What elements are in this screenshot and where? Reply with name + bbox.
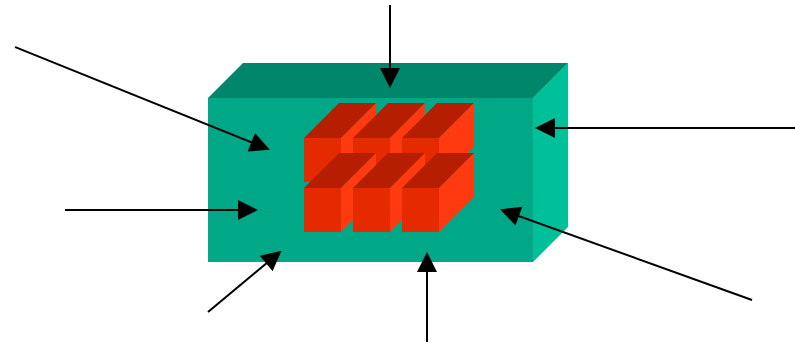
cube-front-face	[402, 188, 439, 232]
cube-grid	[304, 103, 474, 232]
cube-top-face	[304, 103, 376, 138]
cube-front-face	[353, 188, 390, 232]
cube-top-face	[304, 153, 376, 188]
cube-front-face	[304, 188, 341, 232]
cube-top-face	[402, 103, 474, 138]
cube-icon	[304, 153, 376, 232]
box-top-face	[208, 63, 568, 98]
arrow-top-left	[14, 46, 270, 152]
cube-icon	[402, 153, 474, 232]
cube-side-face	[439, 153, 474, 232]
arrow-group	[14, 5, 795, 342]
cube-top-face	[402, 153, 474, 188]
arrow-bottom-left	[207, 250, 282, 313]
cube-top-face	[353, 153, 425, 188]
cube-top-face	[353, 103, 425, 138]
arrow-bottom-right	[500, 206, 753, 301]
box-side-face	[533, 63, 568, 262]
